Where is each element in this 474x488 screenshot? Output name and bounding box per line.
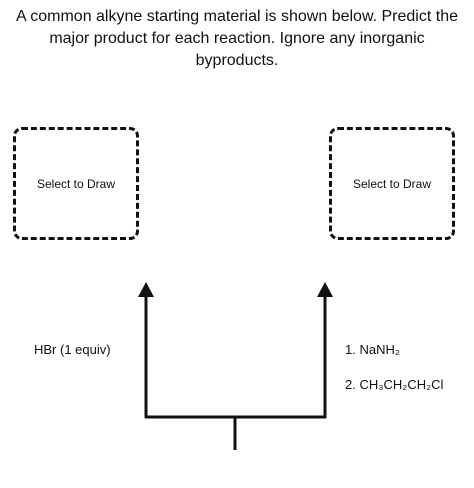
prompt-line-2: major product for each reaction. Ignore …	[49, 30, 425, 47]
right-product-draw-box[interactable]: Select to Draw	[329, 127, 455, 240]
prompt-line-1: A common alkyne starting material is sho…	[16, 8, 458, 25]
left-arrow-head	[138, 282, 154, 297]
right-draw-box-label: Select to Draw	[352, 176, 432, 191]
left-reagent-label: HBr (1 equiv)	[34, 342, 111, 357]
right-reagent-step-2: 2. CH₃CH₂CH₂Cl	[345, 377, 444, 392]
prompt-line-3: byproducts.	[195, 52, 279, 69]
question-prompt: A common alkyne starting material is sho…	[0, 6, 474, 72]
left-product-draw-box[interactable]: Select to Draw	[13, 127, 139, 240]
right-arrow-head	[317, 282, 333, 297]
right-reagent-step-1: 1. NaNH₂	[345, 342, 400, 357]
left-draw-box-label: Select to Draw	[36, 176, 116, 191]
